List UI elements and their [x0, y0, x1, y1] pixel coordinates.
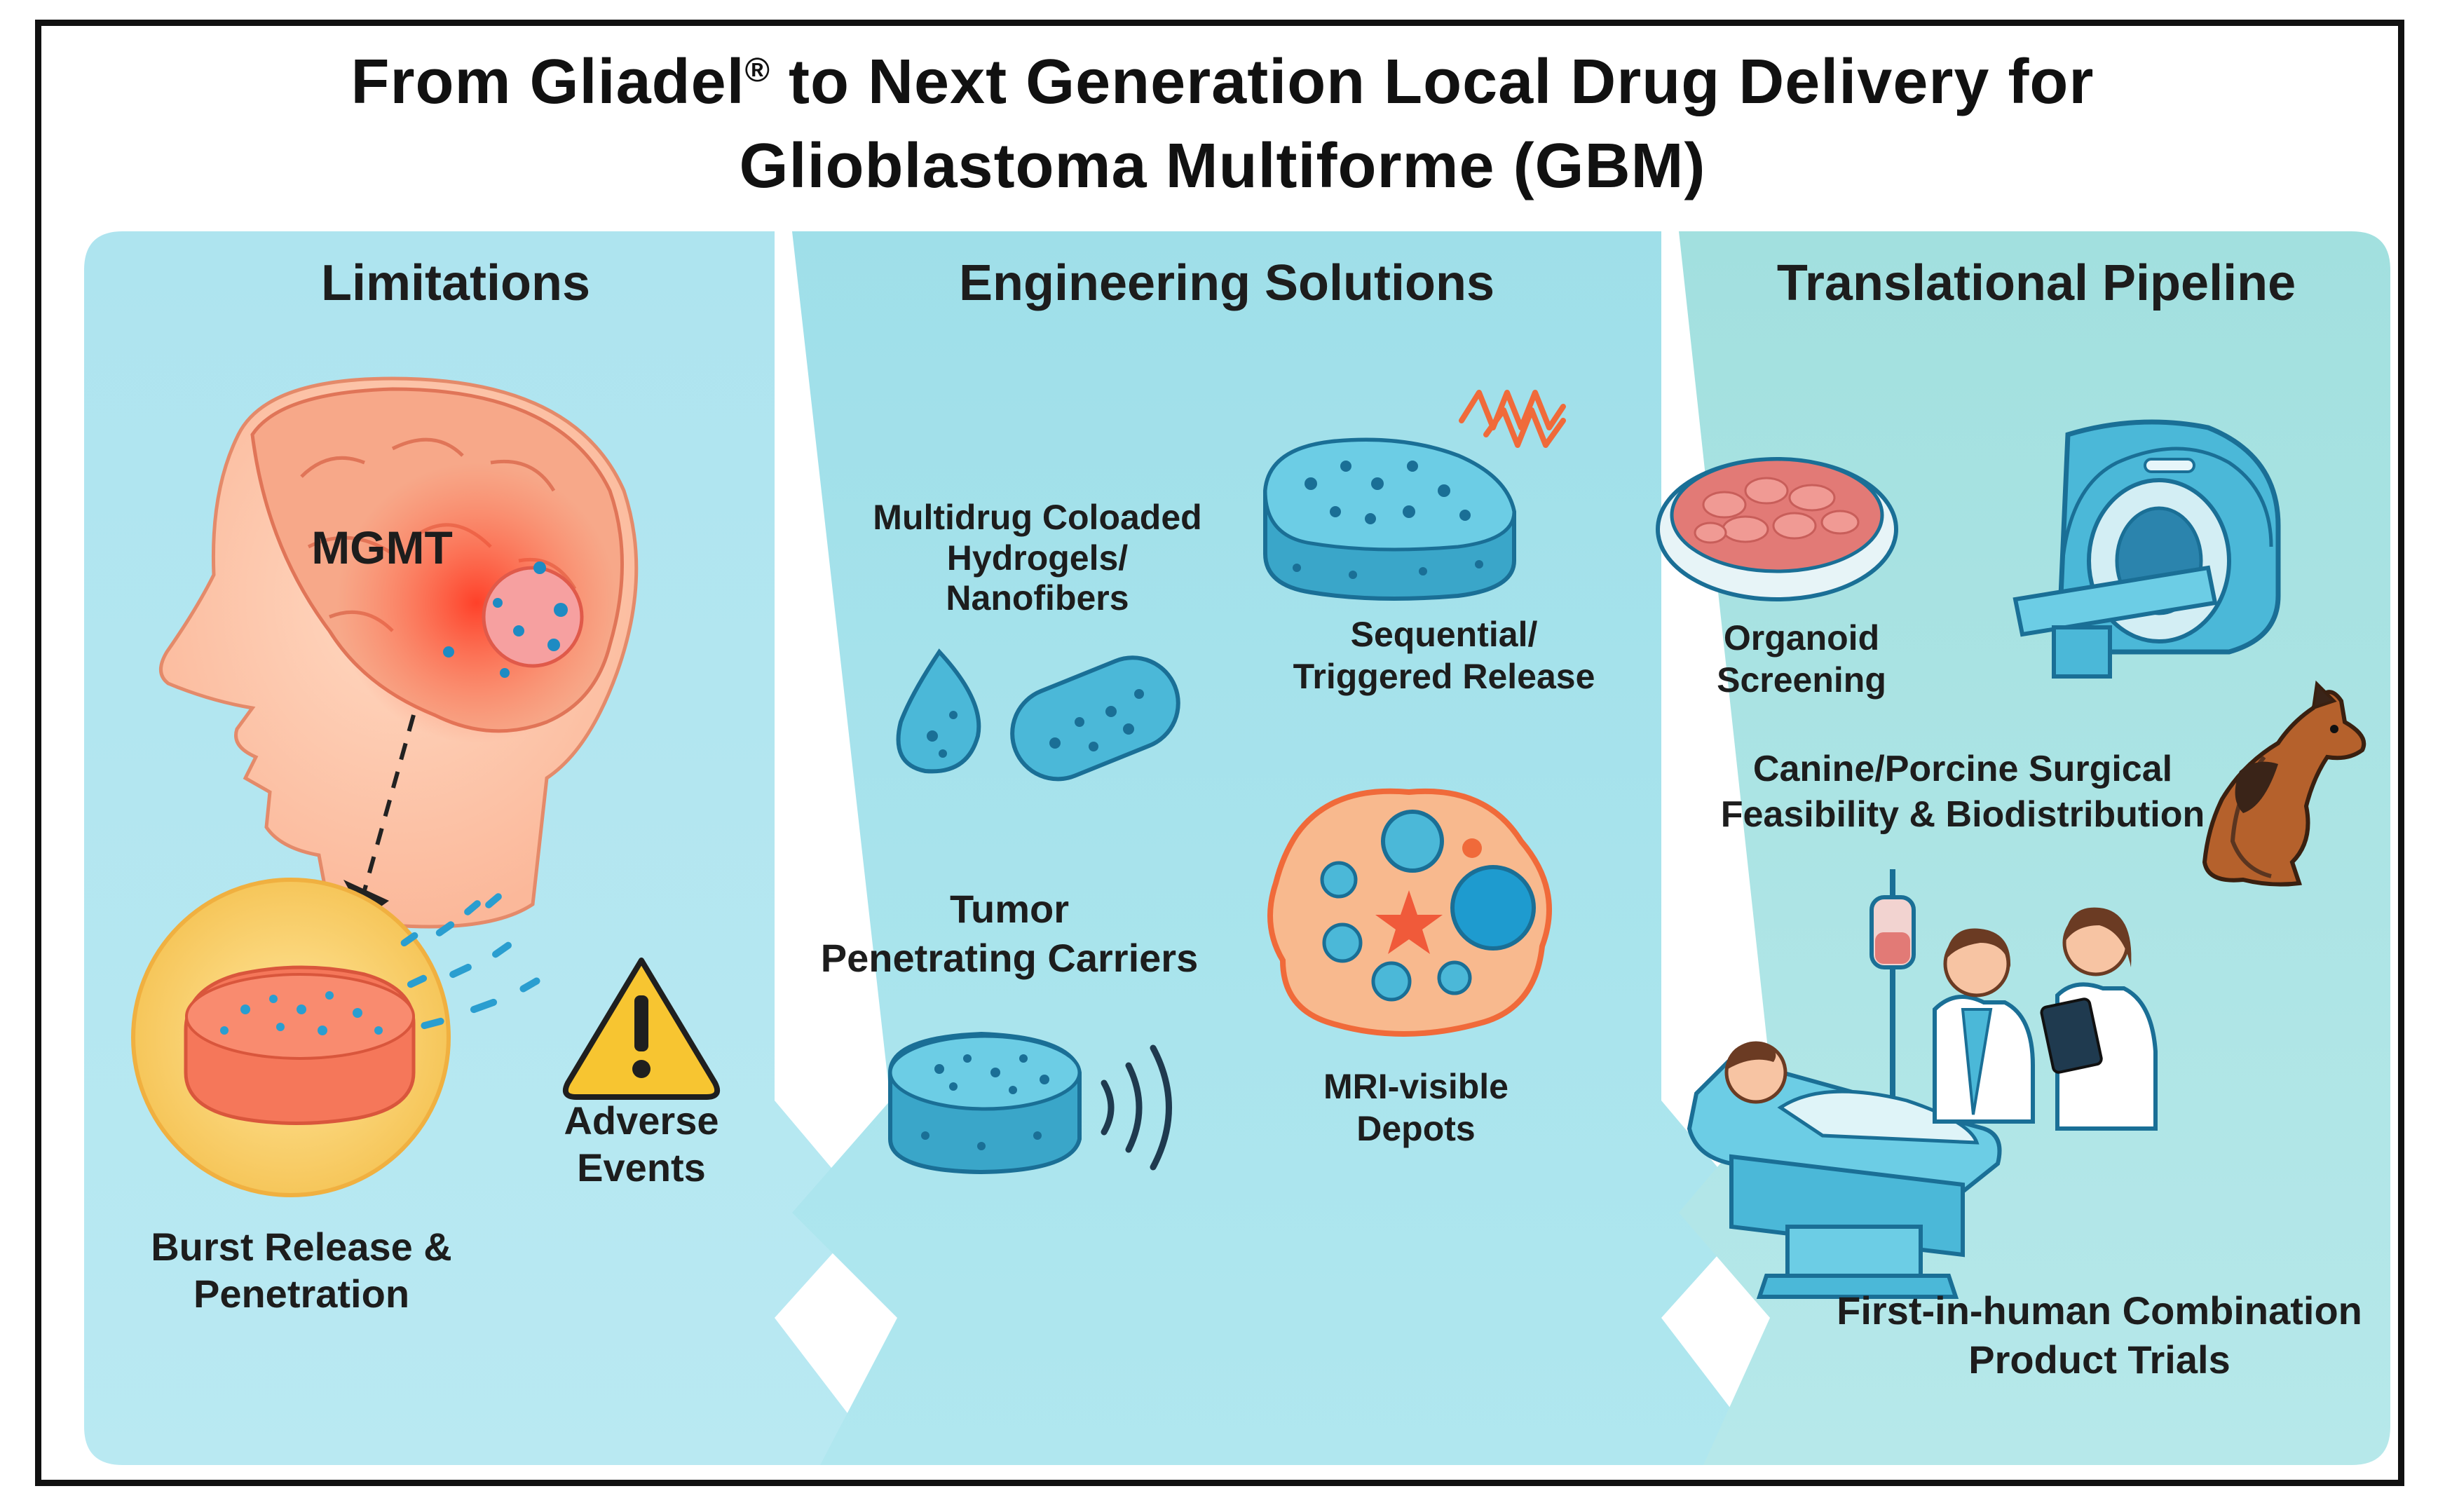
label-mri-depots: MRI-visible Depots: [1262, 1065, 1570, 1150]
title-part-main: From Gliadel: [350, 47, 745, 117]
label-mri-line2: Depots: [1356, 1109, 1476, 1148]
label-adverse-line2: Events: [577, 1145, 706, 1190]
label-sequential-line1: Sequential/: [1350, 615, 1538, 654]
label-multidrug: Multidrug Coloaded Hydrogels/ Nanofibers: [827, 498, 1248, 619]
label-first-in-human: First-in-human Combination Product Trial…: [1802, 1286, 2397, 1384]
figure-title-line1: From Gliadel® to Next Generation Local D…: [0, 50, 2445, 114]
dog-icon: [2202, 680, 2366, 887]
label-multidrug-line1: Multidrug Coloaded: [873, 498, 1202, 537]
label-burst-release: Burst Release & Penetration: [119, 1223, 484, 1317]
label-sequential-line2: Triggered Release: [1293, 657, 1595, 696]
nanofiber-capsule-icon: [1010, 655, 1180, 782]
title-part-rest: to Next Generation Local Drug Delivery f…: [770, 47, 2095, 117]
label-tumor-line1: Tumor: [949, 887, 1070, 931]
label-organoid: Organoid Screening: [1682, 617, 1921, 701]
registered-mark: ®: [744, 52, 771, 89]
label-canine-line1: Canine/Porcine Surgical: [1752, 749, 2173, 789]
heading-limitations: Limitations: [320, 255, 590, 311]
label-burst-line2: Penetration: [193, 1272, 410, 1316]
label-organoid-line1: Organoid: [1723, 618, 1880, 658]
triggered-release-disc-icon: [1263, 390, 1566, 601]
label-adverse-line1: Adverse: [564, 1098, 719, 1143]
mri-depot-icon: [1267, 788, 1552, 1037]
panel-engineering-bg: [792, 231, 1756, 1465]
label-adverse-events: Adverse Events: [522, 1097, 761, 1191]
mri-scanner-icon: [2012, 419, 2281, 679]
label-first-line1: First-in-human Combination: [1837, 1288, 2362, 1333]
label-burst-line1: Burst Release &: [151, 1225, 452, 1269]
label-first-line2: Product Trials: [1968, 1337, 2231, 1382]
head-illustration: [159, 376, 639, 929]
carrier-disc-icon: [888, 1031, 1172, 1175]
figure-title-line2: Glioblastoma Multiforme (GBM): [739, 131, 1706, 201]
heading-translational-pipeline: Translational Pipeline: [1776, 255, 2296, 311]
organoid-dish-icon: [1656, 457, 1898, 601]
label-mgmt: MGMT: [311, 522, 453, 573]
label-mri-line1: MRI-visible: [1323, 1067, 1508, 1106]
hydrogel-drop-icon: [896, 648, 981, 774]
heading-engineering-solutions: Engineering Solutions: [958, 255, 1494, 311]
label-tumor-line2: Penetrating Carriers: [820, 936, 1199, 980]
label-tumor-penetrating: Tumor Penetrating Carriers: [806, 885, 1213, 983]
wafer-illustration: [131, 878, 540, 1197]
label-canine-line2: Feasibility & Biodistribution: [1720, 794, 2205, 835]
clinical-trial-scene: [1687, 869, 2158, 1299]
label-canine-porcine: Canine/Porcine Surgical Feasibility & Bi…: [1703, 747, 2222, 838]
label-multidrug-line3: Nanofibers: [946, 578, 1129, 618]
label-multidrug-line2: Hydrogels/: [946, 538, 1129, 578]
label-sequential: Sequential/ Triggered Release: [1248, 613, 1640, 697]
label-organoid-line2: Screening: [1717, 660, 1886, 700]
warning-icon: [563, 958, 720, 1100]
